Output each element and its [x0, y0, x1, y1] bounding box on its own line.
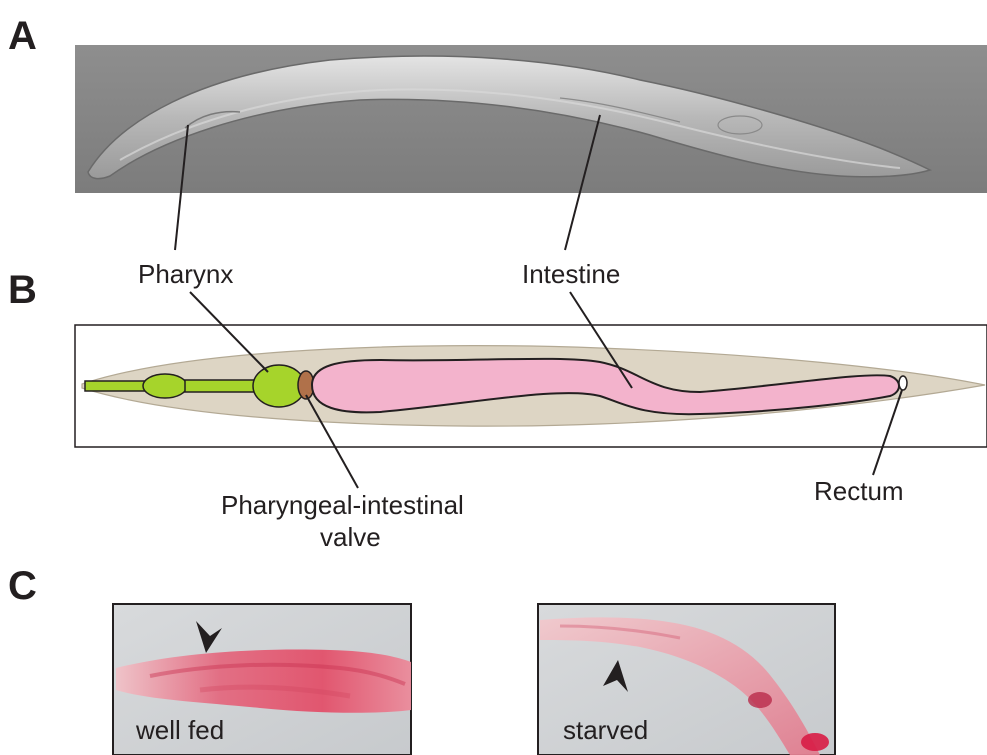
label-pharynx: Pharynx: [138, 260, 233, 290]
rectum-shape: [899, 376, 907, 390]
schematic-b: [75, 325, 987, 447]
label-rectum: Rectum: [814, 477, 904, 507]
micrograph-a: [75, 45, 987, 193]
caption-well-fed: well fed: [136, 716, 224, 746]
label-intestine: Intestine: [522, 260, 620, 290]
caption-starved: starved: [563, 716, 648, 746]
label-valve-line2: valve: [320, 523, 381, 553]
label-valve-line1: Pharyngeal-intestinal: [221, 491, 464, 521]
